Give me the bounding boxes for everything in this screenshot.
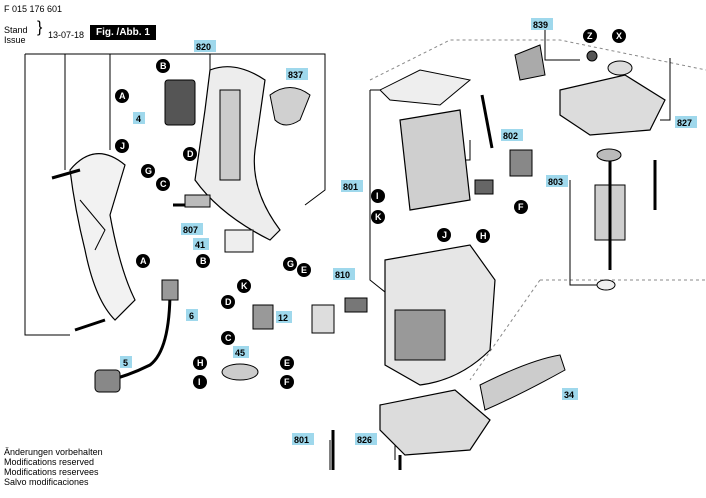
label-826: 826 xyxy=(357,435,372,445)
figure-label: Fig. /Abb. 1 xyxy=(90,25,156,40)
marker-b-cord: B xyxy=(200,256,207,266)
interference-suppressor xyxy=(221,363,259,381)
marker-i-suppressor: I xyxy=(198,377,201,387)
part-labels: 820 837 839 827 802 801 803 807 41 4 6 5… xyxy=(120,18,697,445)
handle-half-left xyxy=(69,153,136,321)
cover-plate xyxy=(379,69,472,106)
marker-k-coil: K xyxy=(375,212,382,222)
capacitor xyxy=(224,229,254,253)
speed-control-module xyxy=(509,149,533,177)
marker-x: X xyxy=(616,31,622,41)
label-4: 4 xyxy=(136,114,141,124)
soft-grip xyxy=(269,87,311,126)
marker-h-coil: H xyxy=(480,231,487,241)
footer-line-es: Salvo modificaciones xyxy=(4,477,89,487)
switch xyxy=(164,79,196,126)
label-801-bottom: 801 xyxy=(294,435,309,445)
marker-d-brush: D xyxy=(225,297,232,307)
brush-cap xyxy=(311,304,335,334)
marker-b-switch: B xyxy=(160,61,167,71)
screw-1 xyxy=(51,168,81,180)
label-820: 820 xyxy=(196,42,211,52)
rubber-grip-band xyxy=(479,354,566,411)
cord-sleeve xyxy=(161,279,179,301)
marker-h-suppressor: H xyxy=(197,358,204,368)
bearing-z xyxy=(586,50,598,62)
label-5: 5 xyxy=(123,358,128,368)
long-screw xyxy=(480,94,494,149)
brace: } xyxy=(37,19,43,36)
label-837: 837 xyxy=(288,70,303,80)
carbon-brush-holder xyxy=(252,304,274,330)
label-41: 41 xyxy=(195,240,205,250)
gear-shaft xyxy=(514,44,546,81)
marker-a-cord: A xyxy=(140,256,147,266)
power-cord xyxy=(109,289,172,382)
footer-notes: Änderungen vorbehalten Modifications res… xyxy=(4,447,103,487)
armature-bearing-top xyxy=(596,148,622,162)
marker-c-brush: C xyxy=(225,333,232,343)
label-6: 6 xyxy=(189,311,194,321)
label-810: 810 xyxy=(335,270,350,280)
leader-820-d xyxy=(300,53,326,206)
marker-f-suppressor: F xyxy=(284,377,290,387)
label-34: 34 xyxy=(564,390,574,400)
marker-a-switch: A xyxy=(119,91,126,101)
marker-j-coil: J xyxy=(442,230,447,240)
label-12: 12 xyxy=(278,313,288,323)
marker-c-switch: C xyxy=(160,179,167,189)
bracket-839 xyxy=(544,28,580,61)
field-coil xyxy=(399,109,471,211)
handle-cavity xyxy=(219,89,241,181)
issue-label: Issue xyxy=(4,35,26,45)
carbon-brush xyxy=(344,297,368,313)
marker-i-coil: I xyxy=(376,191,379,201)
boundary-dash-top xyxy=(369,39,706,81)
gear-housing-cover xyxy=(559,74,666,136)
housing-window xyxy=(394,309,446,361)
label-801: 801 xyxy=(343,182,358,192)
handle-ribs xyxy=(79,199,106,251)
footer-line-de: Änderungen vorbehalten xyxy=(4,447,103,457)
marker-z: Z xyxy=(587,31,593,41)
label-45: 45 xyxy=(235,348,245,358)
bracket-827 xyxy=(660,58,671,121)
label-802: 802 xyxy=(503,131,518,141)
base-plate xyxy=(379,389,491,456)
bracket-820-left xyxy=(24,54,70,336)
marker-d-switch: D xyxy=(187,149,194,159)
marker-k-capacitor: K xyxy=(241,281,248,291)
mains-plug xyxy=(94,369,121,393)
boundary-dash-mid xyxy=(469,279,541,381)
marker-j-switch: J xyxy=(120,141,125,151)
issue-date: 13-07-18 xyxy=(48,30,85,40)
marker-g-switch: G xyxy=(145,166,152,176)
marker-e-brush: E xyxy=(301,265,307,275)
stand-label: Stand xyxy=(4,25,28,35)
wire-markers: B A J D G C A B K G E D C H I E F I K J … xyxy=(115,29,626,389)
footer-line-en: Modifications reserved xyxy=(4,457,95,467)
bracket-803 xyxy=(569,180,600,286)
bearing-x xyxy=(607,60,633,76)
marker-e-suppressor: E xyxy=(284,358,290,368)
label-827: 827 xyxy=(677,118,692,128)
brush-holder-small xyxy=(474,179,494,195)
label-803: 803 xyxy=(548,177,563,187)
label-839: 839 xyxy=(533,20,548,30)
screw-2 xyxy=(74,318,106,332)
marker-g-capacitor: G xyxy=(287,259,294,269)
armature-bearing-bottom xyxy=(596,279,616,291)
cable-clamp xyxy=(184,194,211,208)
marker-f-module: F xyxy=(518,202,524,212)
document-number: F 015 176 601 xyxy=(4,4,63,14)
footer-line-fr: Modifications reservees xyxy=(4,467,99,477)
label-807: 807 xyxy=(183,225,198,235)
